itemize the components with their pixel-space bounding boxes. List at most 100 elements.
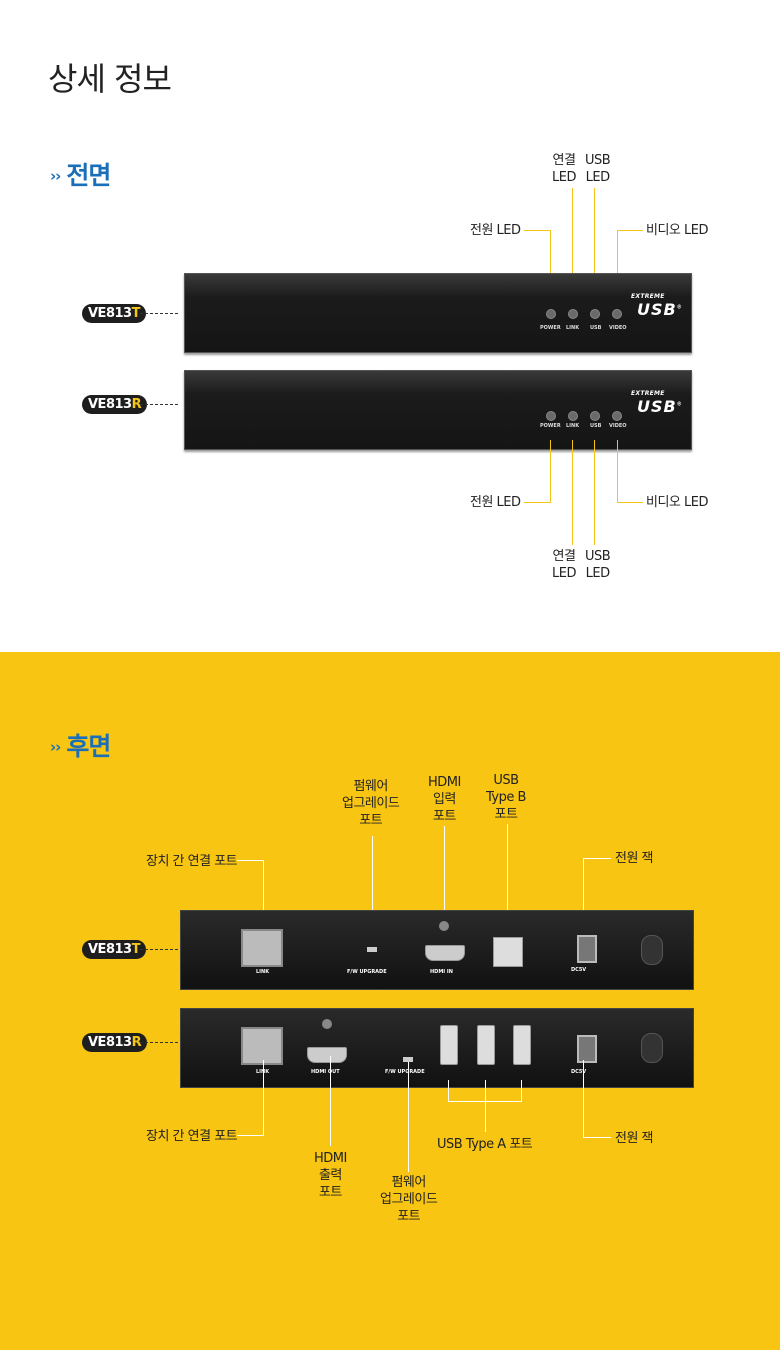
vent-slot: [641, 1033, 663, 1063]
usb-logo: USB®: [637, 397, 683, 416]
power-led-text: POWER: [540, 423, 561, 429]
model-badge-t-rear: VE813T: [82, 940, 146, 959]
firmware-callout-line-top: [372, 836, 373, 946]
power-led-label-bottom: 전원 LED: [470, 495, 521, 510]
video-led-indicator: [612, 411, 622, 421]
power-jack-callout-v-top: [583, 858, 584, 944]
rear-section-title: ››후면: [50, 727, 111, 763]
power-jack-callout-v-bottom: [583, 1060, 584, 1138]
power-led-callout-h-bottom: [524, 502, 551, 503]
video-led-callout-h-bottom: [617, 502, 643, 503]
vent-slot: [641, 935, 663, 965]
usb-logo: USB®: [637, 300, 683, 319]
usb-a-bracket-left: [448, 1080, 449, 1102]
power-led-callout-v: [550, 230, 551, 288]
power-jack-label-top: 전원 잭: [615, 851, 654, 866]
hdmi-in-port: [425, 945, 465, 961]
usb-type-a-port-1: [440, 1025, 458, 1065]
link-led-callout-line: [572, 188, 573, 288]
firmware-port: [367, 947, 377, 952]
video-led-indicator: [612, 309, 622, 319]
power-jack-label-bottom: 전원 잭: [615, 1131, 654, 1146]
link-port: [241, 1027, 283, 1065]
power-led-label-top: 전원 LED: [470, 223, 521, 238]
link-callout-h-bottom: [237, 1135, 264, 1136]
link-led-text: LINK: [566, 325, 580, 331]
hdmi-out-port-label: HDMI 출력 포트: [314, 1151, 347, 1200]
video-led-label-top: 비디오 LED: [646, 223, 708, 238]
usb-a-bracket-right: [521, 1080, 522, 1102]
ve813r-rear-device: LINK HDMI OUT F/W UPGRADE DC5V: [180, 1008, 694, 1088]
hdmi-in-port-label: HDMI 입력 포트: [428, 775, 461, 824]
model-badge-t-front: VE813T: [82, 304, 146, 323]
link-led-callout-v-bottom: [572, 440, 573, 545]
firmware-port-label-bottom: 펌웨어 업그레이드 포트: [380, 1175, 438, 1224]
video-led-text: VIDEO: [609, 423, 627, 429]
model-badge-r-rear: VE813R: [82, 1033, 148, 1052]
model-r-front-dash: [140, 404, 178, 405]
power-led-callout-h: [524, 230, 550, 231]
usb-led-callout-v-bottom: [594, 440, 595, 545]
power-jack: [577, 935, 597, 963]
model-t-rear-dash: [140, 949, 178, 950]
power-jack: [577, 1035, 597, 1063]
power-jack-text: DC5V: [571, 967, 587, 973]
usb-led-label-bottom: USB LED: [585, 549, 611, 581]
usb-type-a-port-label: USB Type A 포트: [437, 1137, 533, 1152]
front-title-text: 전면: [66, 161, 111, 190]
link-callout-h-top: [237, 860, 264, 861]
usb-type-a-port-3: [513, 1025, 531, 1065]
link-led-indicator: [568, 411, 578, 421]
usb-led-indicator: [590, 411, 600, 421]
usb-type-b-port-label: USB Type B 포트: [486, 773, 526, 822]
hdmi-out-port-text: HDMI OUT: [311, 1069, 340, 1075]
power-jack-text: DC5V: [571, 1069, 587, 1075]
front-section-title: ›› 전면: [50, 156, 111, 192]
page-title: 상세 정보: [48, 60, 172, 98]
hdmi-in-callout-line: [444, 826, 445, 952]
firmware-port-label-top: 펌웨어 업그레이드 포트: [342, 779, 400, 828]
power-jack-callout-h-top: [583, 858, 611, 859]
chevron-right-icon: ››: [50, 167, 61, 185]
link-led-text: LINK: [566, 423, 580, 429]
power-led-indicator: [546, 309, 556, 319]
power-led-callout-v-bottom: [550, 440, 551, 502]
link-port-text: LINK: [256, 1069, 269, 1075]
firmware-port-text: F/W UPGRADE: [347, 969, 387, 975]
link-port-label-bottom: 장치 간 연결 포트: [146, 1129, 238, 1144]
video-led-label-bottom: 비디오 LED: [646, 495, 708, 510]
power-led-indicator: [546, 411, 556, 421]
video-led-text: VIDEO: [609, 325, 627, 331]
link-port: [241, 929, 283, 967]
video-led-callout-v-bottom: [617, 440, 618, 502]
power-led-text: POWER: [540, 325, 561, 331]
hdmi-out-port: [307, 1047, 347, 1063]
power-jack-callout-h-bottom: [583, 1137, 611, 1138]
link-port-text: LINK: [256, 969, 270, 975]
ve813t-rear-device: LINK F/W UPGRADE HDMI IN DC5V: [180, 910, 694, 990]
usb-led-callout-line: [594, 188, 595, 288]
hdmi-out-callout-line: [330, 1056, 331, 1146]
link-callout-v-bottom: [263, 1060, 264, 1136]
video-led-callout-h: [617, 230, 643, 231]
link-callout-v-top: [263, 860, 264, 944]
extreme-logo-text: EXTREME: [631, 293, 665, 300]
firmware-callout-line-bottom: [408, 1062, 409, 1172]
usb-a-callout-line: [485, 1080, 486, 1132]
usb-led-text: USB: [590, 325, 602, 331]
model-badge-r-front: VE813R: [82, 395, 148, 414]
ve813r-front-device: POWER LINK USB VIDEO EXTREME USB®: [184, 370, 692, 450]
usb-led-label-top: USB LED: [585, 153, 611, 185]
usb-b-callout-line: [507, 824, 508, 944]
link-led-label-top: 연결 LED: [552, 153, 576, 185]
usb-led-indicator: [590, 309, 600, 319]
link-led-indicator: [568, 309, 578, 319]
rear-section-background: [0, 652, 780, 1350]
video-led-callout-v: [617, 230, 618, 288]
model-r-rear-dash: [140, 1042, 178, 1043]
chevron-right-icon: ››: [50, 738, 61, 756]
usb-type-b-port: [493, 937, 523, 967]
screw-icon: [322, 1019, 332, 1029]
extreme-logo-text: EXTREME: [631, 390, 665, 397]
link-port-label-top: 장치 간 연결 포트: [146, 854, 238, 869]
